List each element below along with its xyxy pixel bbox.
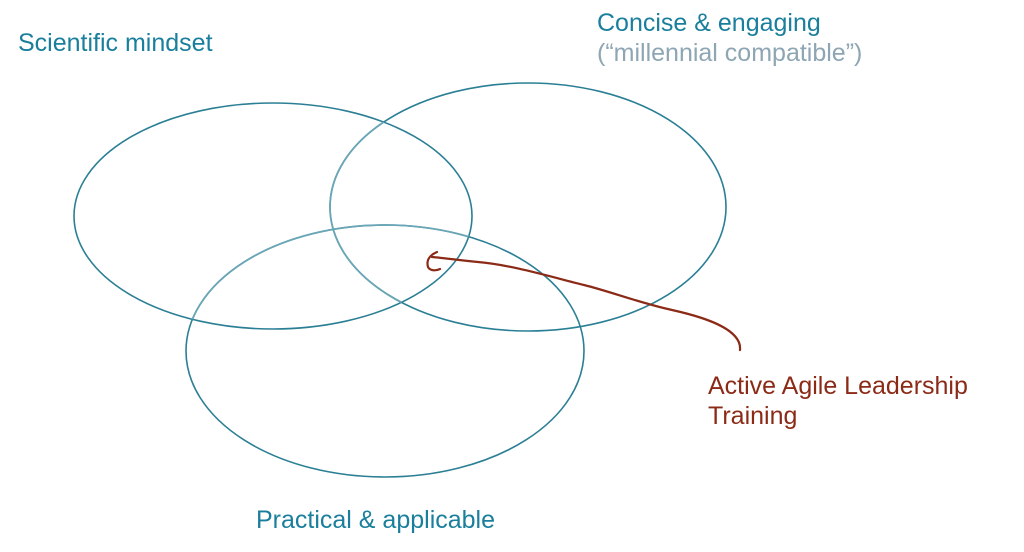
label-practical-text: Practical & applicable bbox=[256, 506, 496, 534]
annotation-training: Active Agile Leadership Training bbox=[708, 371, 968, 431]
label-scientific-mindset: Scientific mindset bbox=[18, 28, 213, 58]
label-scientific-text: Scientific mindset bbox=[18, 29, 213, 57]
circle-concise-engaging bbox=[329, 82, 727, 332]
circle-practical-applicable bbox=[185, 224, 585, 478]
label-concise-engaging: Concise & engaging (“millennial compatib… bbox=[597, 8, 862, 68]
overlap-segment-practical bbox=[185, 224, 472, 329]
label-concise-text: Concise & engaging bbox=[597, 9, 821, 37]
label-concise-subtext: (“millennial compatible”) bbox=[597, 39, 863, 67]
overlap-segment-concise bbox=[329, 103, 472, 329]
circle-scientific-mindset bbox=[73, 102, 473, 330]
label-practical-applicable: Practical & applicable bbox=[256, 505, 495, 535]
annotation-line-1: Active Agile Leadership bbox=[708, 372, 968, 400]
annotation-line-2: Training bbox=[708, 402, 798, 430]
hand-drawn-arrow-icon bbox=[426, 250, 742, 352]
